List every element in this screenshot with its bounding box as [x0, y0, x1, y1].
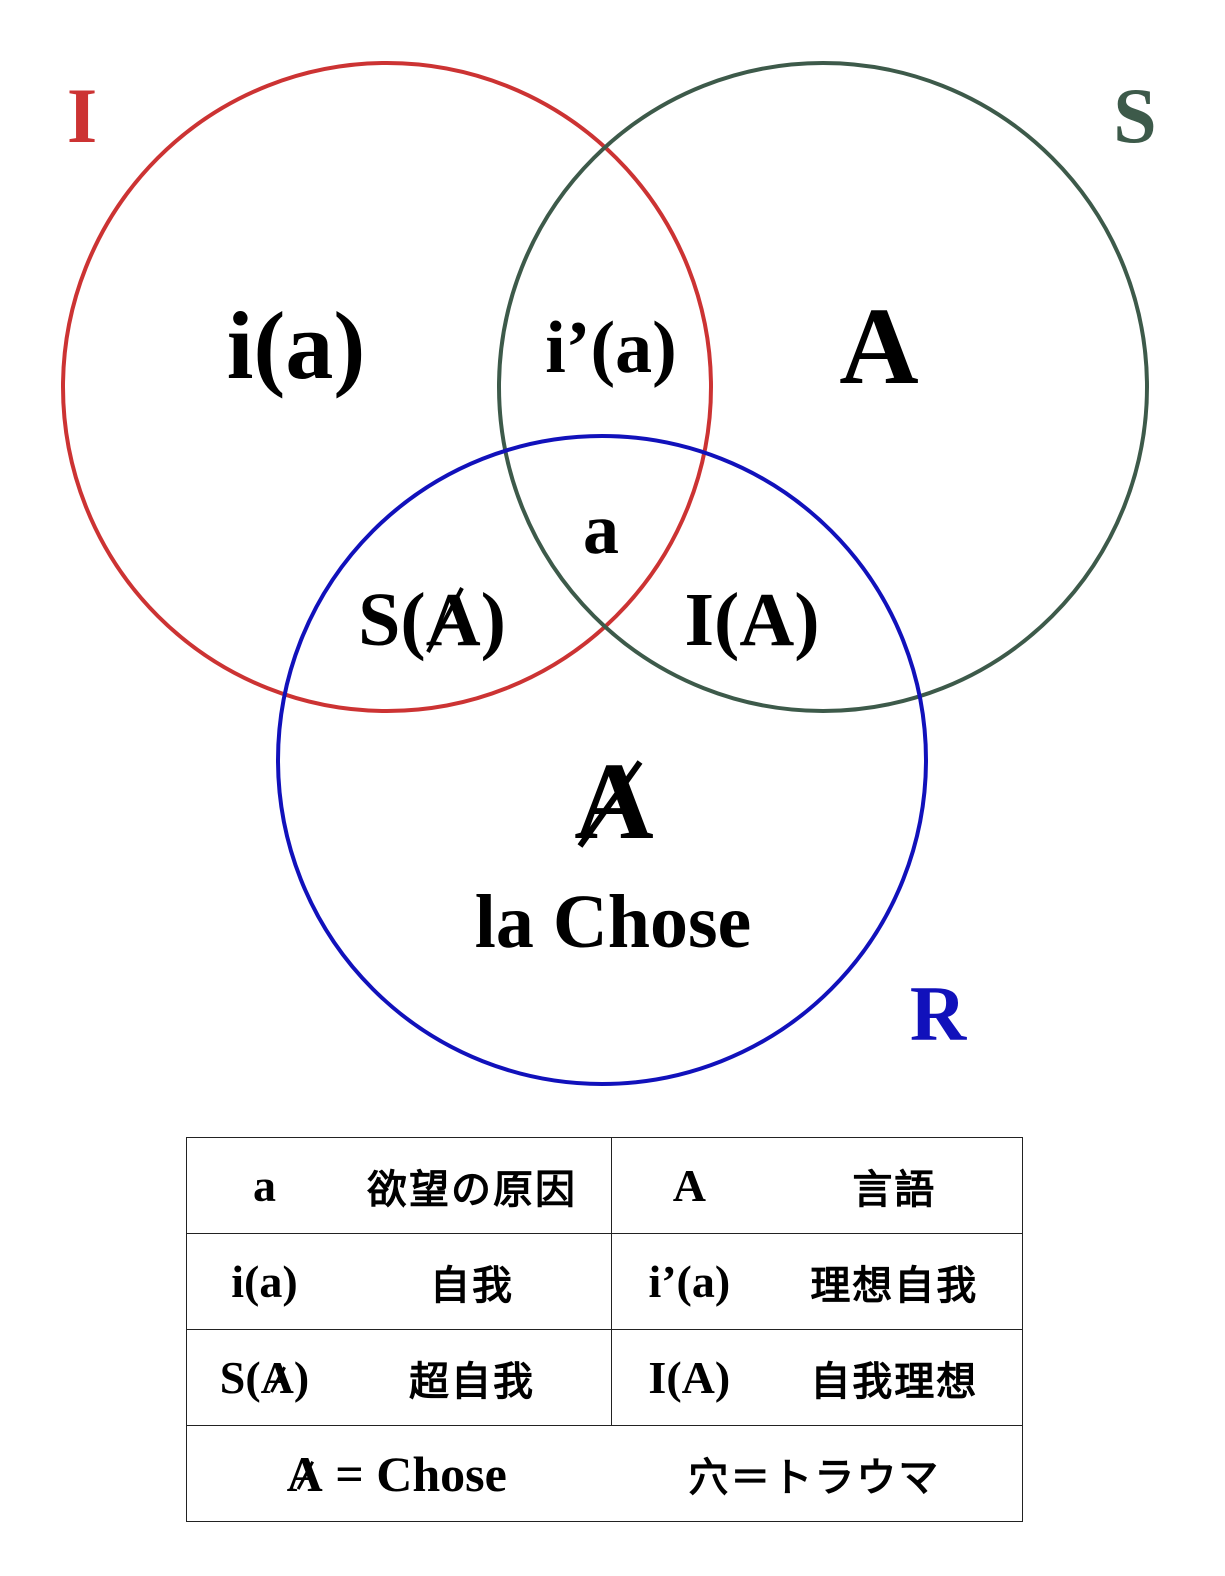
legend-cell: S(A) 超自我	[186, 1329, 612, 1426]
legend-symbol: S(A)	[219, 1352, 310, 1403]
legend-symbol: I(A)	[648, 1352, 731, 1403]
bar-stroke	[426, 587, 464, 653]
ring-label-R: R	[910, 970, 968, 1057]
region-ego-ideal: I(A)	[684, 578, 819, 662]
real-ring	[276, 434, 928, 1086]
svg-text:S(A): S(A)	[358, 578, 506, 662]
legend-meaning: 理想自我	[810, 1262, 979, 1309]
legend-cell: i(a) 自我	[186, 1233, 612, 1330]
legend-symbol: i’(a)	[648, 1256, 731, 1307]
legend-cell: A 言語	[611, 1137, 1023, 1234]
region-big-other: A	[839, 285, 918, 407]
legend-meaning: 言語	[852, 1166, 937, 1213]
legend-meaning: 超自我	[409, 1358, 535, 1405]
legend-symbol: i(a)	[231, 1256, 298, 1307]
region-ideal-ego-image: i’(a)	[545, 307, 677, 389]
borromean-diagram: I S R i(a) i’(a) A a S(A) I(A) A la Chos…	[61, 61, 1157, 1086]
legend-meaning: 欲望の原因	[367, 1166, 577, 1213]
legend-row: i(a) 自我 i’(a) 理想自我	[186, 1233, 1023, 1330]
legend-footer-left: A = Chose	[286, 1445, 507, 1502]
region-ego-image: i(a)	[227, 292, 366, 399]
legend-footer-row: A = Chose 穴＝トラウマ	[186, 1425, 1023, 1522]
region-barred-other: A	[574, 740, 653, 862]
legend-row: S(A) 超自我 I(A) 自我理想	[186, 1329, 1023, 1426]
region-superego-signifier: S(A)	[358, 578, 506, 662]
legend-symbol: a	[253, 1160, 276, 1211]
legend-footer-right: 穴＝トラウマ	[688, 1454, 941, 1501]
legend-footer-cell: A = Chose 穴＝トラウマ	[186, 1425, 1023, 1522]
legend-symbol: A	[672, 1160, 706, 1211]
legend-table: a 欲望の原因 A 言語 i(a) 自我 i’(a) 理想自我	[186, 1137, 1023, 1522]
ring-label-S: S	[1113, 72, 1156, 159]
legend-meaning: 自我	[430, 1262, 514, 1309]
legend-row: a 欲望の原因 A 言語	[186, 1137, 1023, 1234]
imaginary-ring	[61, 61, 713, 713]
legend-cell: I(A) 自我理想	[611, 1329, 1023, 1426]
symbolic-ring	[497, 61, 1149, 713]
bar-stroke	[577, 760, 643, 848]
legend-meaning: 自我理想	[810, 1358, 979, 1405]
legend-cell: a 欲望の原因	[186, 1137, 612, 1234]
ring-label-I: I	[67, 72, 97, 159]
region-object-a: a	[583, 489, 619, 569]
legend-cell: i’(a) 理想自我	[611, 1233, 1023, 1330]
region-la-chose: la Chose	[475, 880, 752, 964]
